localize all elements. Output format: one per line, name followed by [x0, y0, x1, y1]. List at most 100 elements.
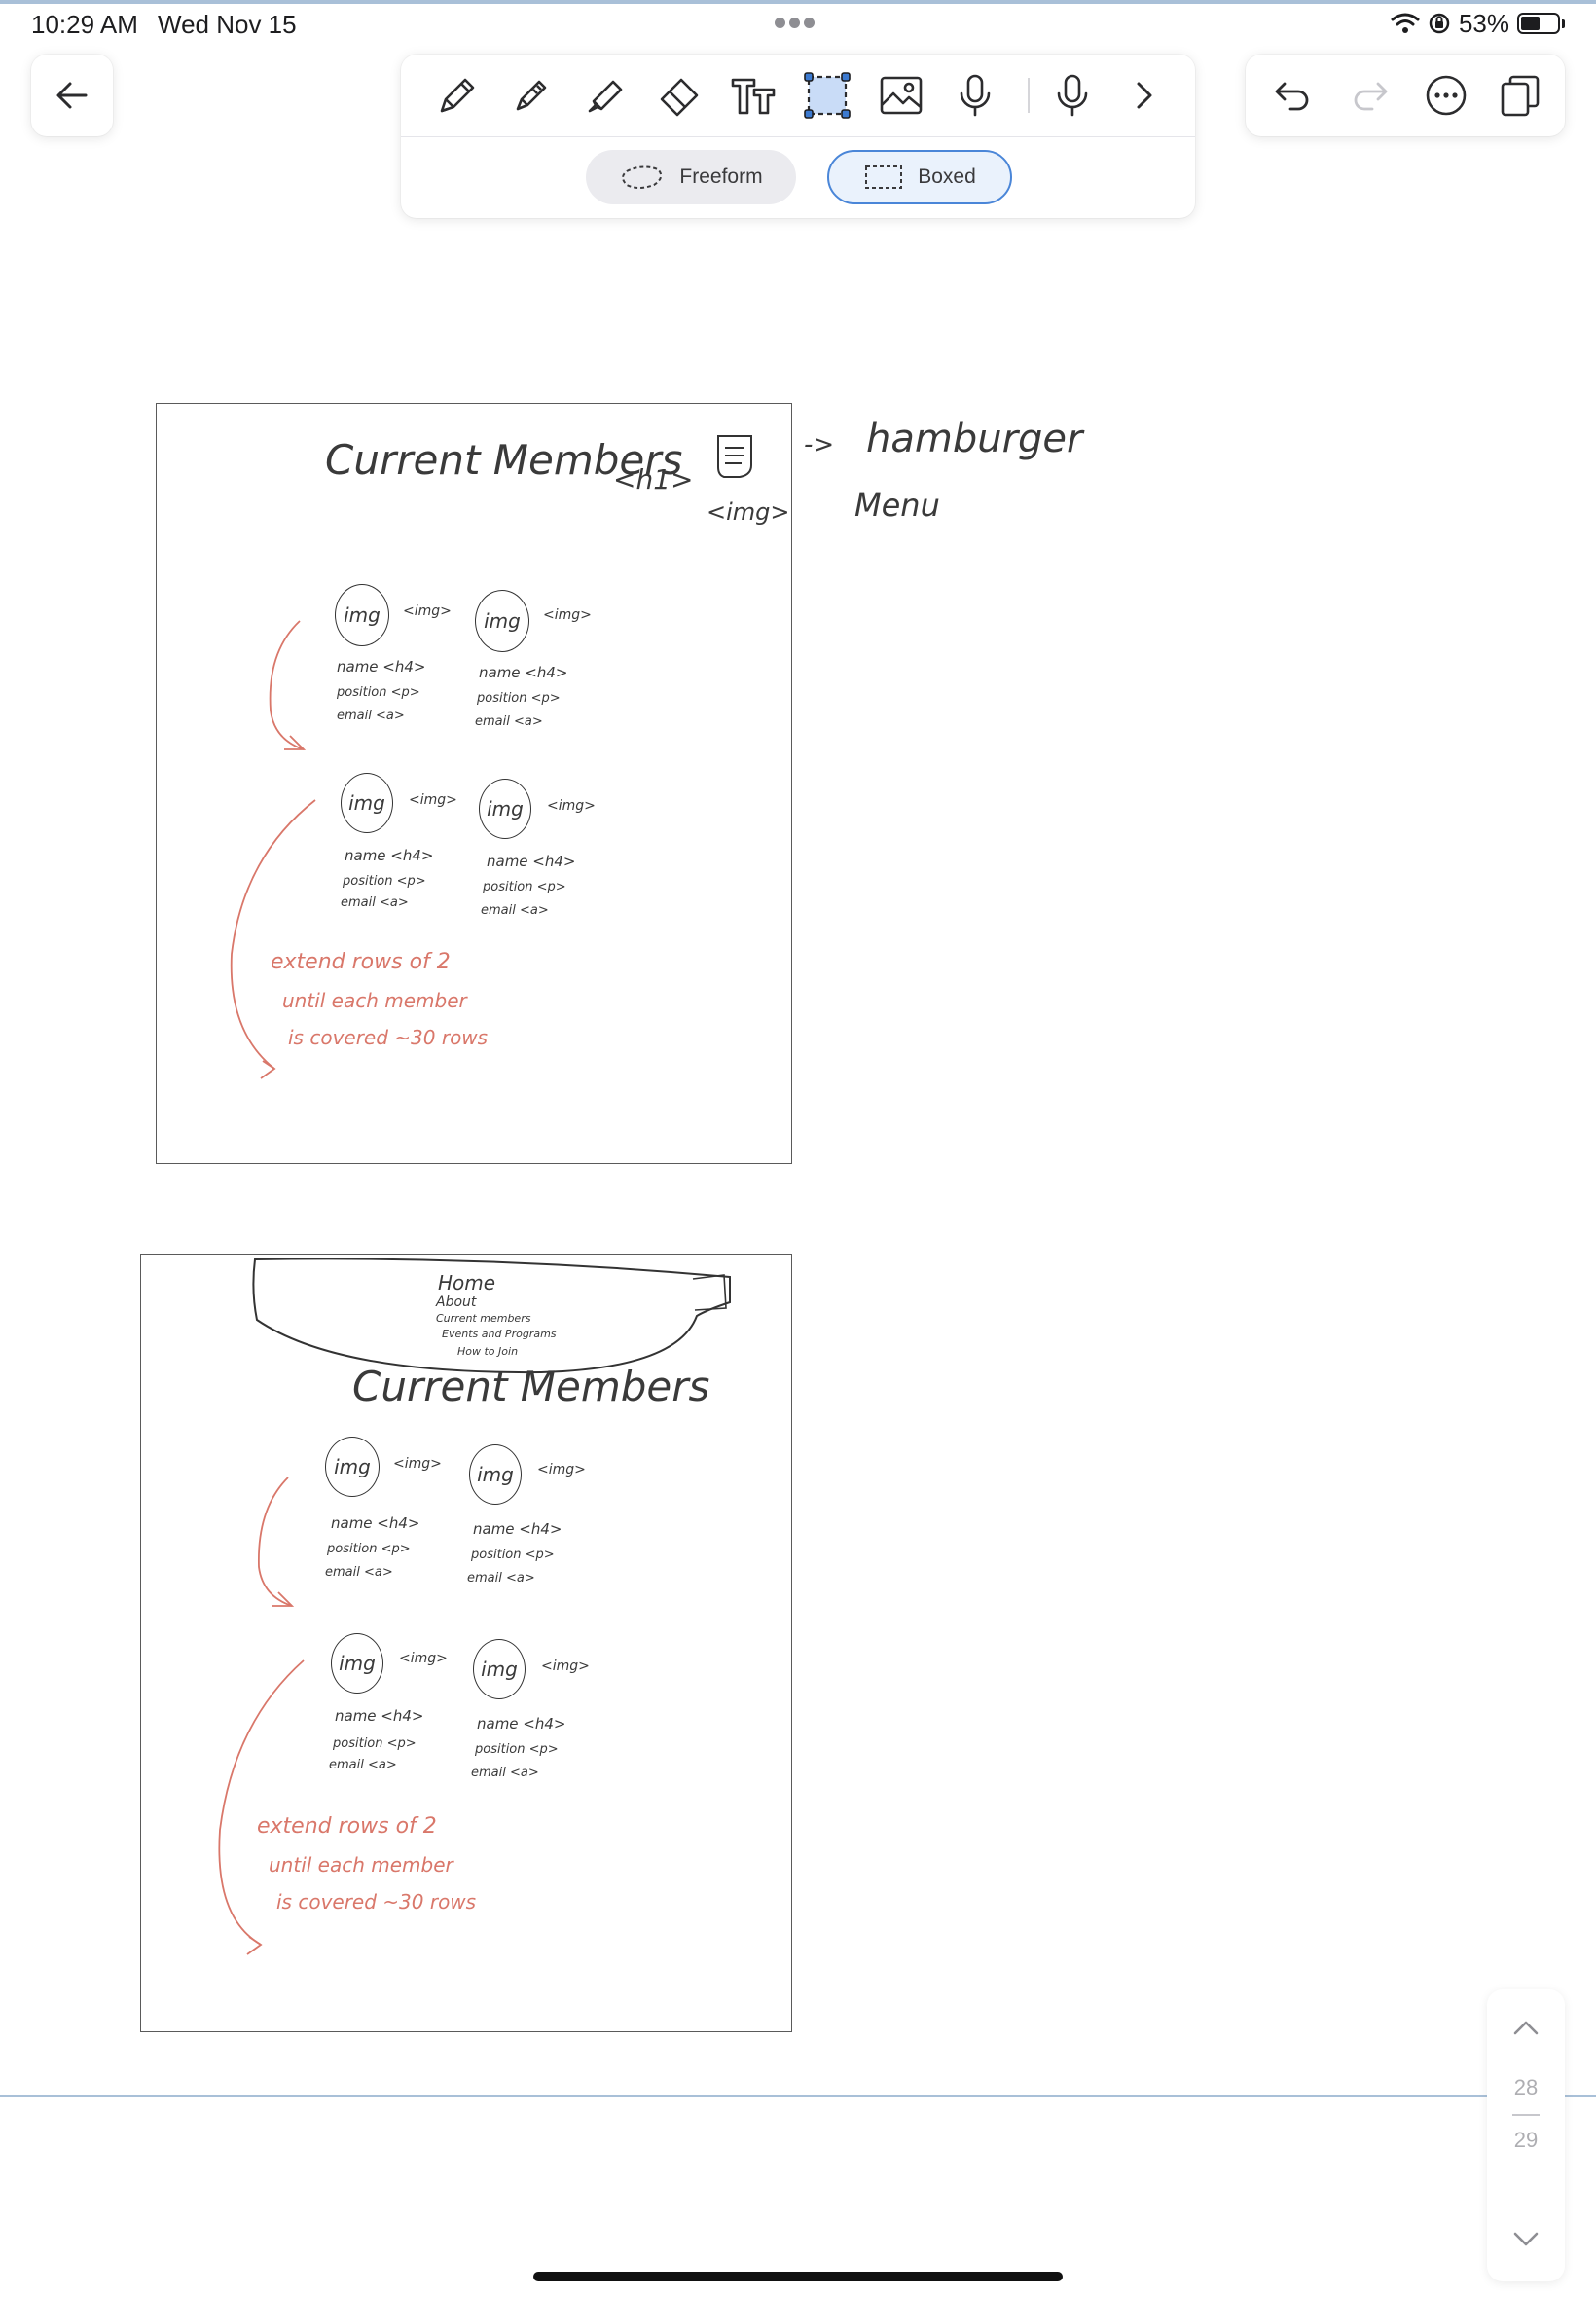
card-position: position <p> — [343, 874, 426, 889]
annotation-arrow: -> — [804, 430, 835, 459]
freeform-lasso-button[interactable]: Freeform — [586, 150, 796, 204]
page-number-divider — [1512, 2114, 1540, 2116]
pen-tool-button[interactable] — [430, 68, 485, 123]
undo-button[interactable] — [1265, 68, 1320, 123]
marker-icon — [516, 80, 547, 111]
back-button[interactable] — [31, 55, 113, 136]
marker-tool-button[interactable] — [504, 68, 559, 123]
sketch1-title: Current Members — [325, 436, 683, 484]
microphone-icon — [960, 74, 991, 117]
avatar: img — [341, 773, 393, 833]
card-name: name <h4> — [479, 664, 568, 681]
menu-item-home: Home — [438, 1271, 496, 1294]
boxed-lasso-icon — [865, 165, 903, 189]
card-img-tag: <img> — [543, 607, 592, 623]
voice-recording-button[interactable] — [948, 68, 1002, 123]
avatar: img — [325, 1437, 380, 1497]
sketch2-note-line2: until each member — [269, 1853, 453, 1877]
card-email: email <a> — [471, 1766, 539, 1780]
highlighter-tool-button[interactable] — [578, 68, 633, 123]
battery-cap — [1562, 18, 1565, 28]
pages-button[interactable] — [1493, 68, 1547, 123]
battery-percent: 53% — [1458, 8, 1509, 38]
eraser-icon — [660, 78, 699, 117]
card-name: name <h4> — [335, 1707, 424, 1725]
sketch1-member-card: img <img> name <h4> position <p> email <… — [475, 590, 650, 746]
card-email: email <a> — [467, 1571, 535, 1586]
card-name: name <h4> — [331, 1514, 420, 1532]
annotation-menu: Menu — [854, 487, 940, 524]
sketch1-note-line2: until each member — [282, 989, 467, 1012]
card-name: name <h4> — [487, 853, 576, 870]
chevron-right-icon — [1137, 82, 1152, 109]
page-navigator: 28 29 — [1487, 1989, 1565, 2281]
image-icon — [880, 76, 923, 115]
arrow-left-icon — [56, 82, 88, 109]
freeform-label: Freeform — [679, 165, 763, 188]
sketch1-note-line1: extend rows of 2 — [271, 950, 451, 974]
battery-level — [1521, 17, 1541, 30]
chevron-down-icon — [1513, 2232, 1539, 2246]
card-name: name <h4> — [345, 847, 434, 864]
card-img-tag: <img> — [409, 792, 457, 808]
sketch2-expanded-menu-outline — [252, 1258, 731, 1374]
menu-item-current-members: Current members — [436, 1312, 531, 1325]
avatar: img — [335, 584, 389, 646]
sketch1-red-arrows — [230, 620, 316, 1079]
redo-button[interactable] — [1343, 68, 1397, 123]
highlighter-icon — [588, 80, 623, 113]
card-name: name <h4> — [473, 1520, 562, 1538]
sketch2-member-card: img <img> name <h4> position <p> email <… — [471, 1639, 648, 1795]
sketch-frame-1[interactable] — [156, 403, 792, 1164]
sketch2-red-arrows — [218, 1477, 305, 1955]
card-img-tag: <img> — [393, 1456, 442, 1472]
card-email: email <a> — [341, 895, 409, 910]
card-name: name <h4> — [337, 658, 426, 675]
card-email: email <a> — [475, 714, 543, 729]
microphone-button[interactable] — [1045, 68, 1100, 123]
actions-panel — [1246, 55, 1565, 136]
card-img-tag: <img> — [403, 603, 452, 619]
sketch-frame-2[interactable] — [140, 1254, 792, 2032]
hamburger-menu-icon — [717, 435, 752, 478]
menu-item-about: About — [436, 1294, 477, 1310]
sketch2-member-card: img <img> name <h4> position <p> email <… — [467, 1444, 644, 1600]
home-indicator[interactable] — [533, 2272, 1063, 2281]
card-email: email <a> — [481, 903, 549, 918]
status-date: Wed Nov 15 — [158, 10, 297, 39]
sketch1-title-tag: <h1> — [613, 463, 694, 495]
menu-item-events: Events and Programs — [442, 1328, 557, 1340]
page-up-button[interactable] — [1506, 2009, 1545, 2048]
image-tool-button[interactable] — [874, 68, 928, 123]
card-email: email <a> — [337, 709, 405, 723]
card-position: position <p> — [477, 691, 561, 706]
card-email: email <a> — [329, 1758, 397, 1772]
more-options-button[interactable] — [1419, 68, 1473, 123]
sketch2-member-card: img <img> name <h4> position <p> email <… — [325, 1437, 500, 1592]
boxed-lasso-button[interactable]: Boxed — [827, 150, 1012, 204]
page-down-button[interactable] — [1506, 2219, 1545, 2258]
text-tool-button[interactable] — [726, 68, 780, 123]
more-tools-button[interactable] — [1117, 68, 1172, 123]
card-position: position <p> — [471, 1548, 555, 1562]
sketch2-note-line3: is covered ~30 rows — [276, 1890, 477, 1914]
current-page-number: 28 — [1513, 2075, 1539, 2099]
avatar: img — [473, 1639, 526, 1699]
page-divider — [0, 2095, 1596, 2097]
microphone-icon — [1057, 74, 1088, 117]
card-position: position <p> — [333, 1736, 417, 1751]
eraser-tool-button[interactable] — [652, 68, 707, 123]
card-img-tag: <img> — [399, 1651, 448, 1666]
multitasking-dots-icon[interactable] — [775, 16, 821, 28]
tool-row — [401, 55, 1195, 136]
card-img-tag: <img> — [547, 798, 596, 814]
pages-icon — [1501, 75, 1540, 117]
boxed-label: Boxed — [918, 165, 976, 188]
card-position: position <p> — [475, 1742, 559, 1757]
top-edge-line — [0, 0, 1596, 4]
orientation-lock-icon — [1429, 13, 1450, 34]
lasso-select-tool-button[interactable] — [800, 68, 854, 123]
freeform-lasso-icon — [622, 165, 663, 189]
avatar: img — [475, 590, 529, 652]
card-position: position <p> — [327, 1542, 411, 1556]
